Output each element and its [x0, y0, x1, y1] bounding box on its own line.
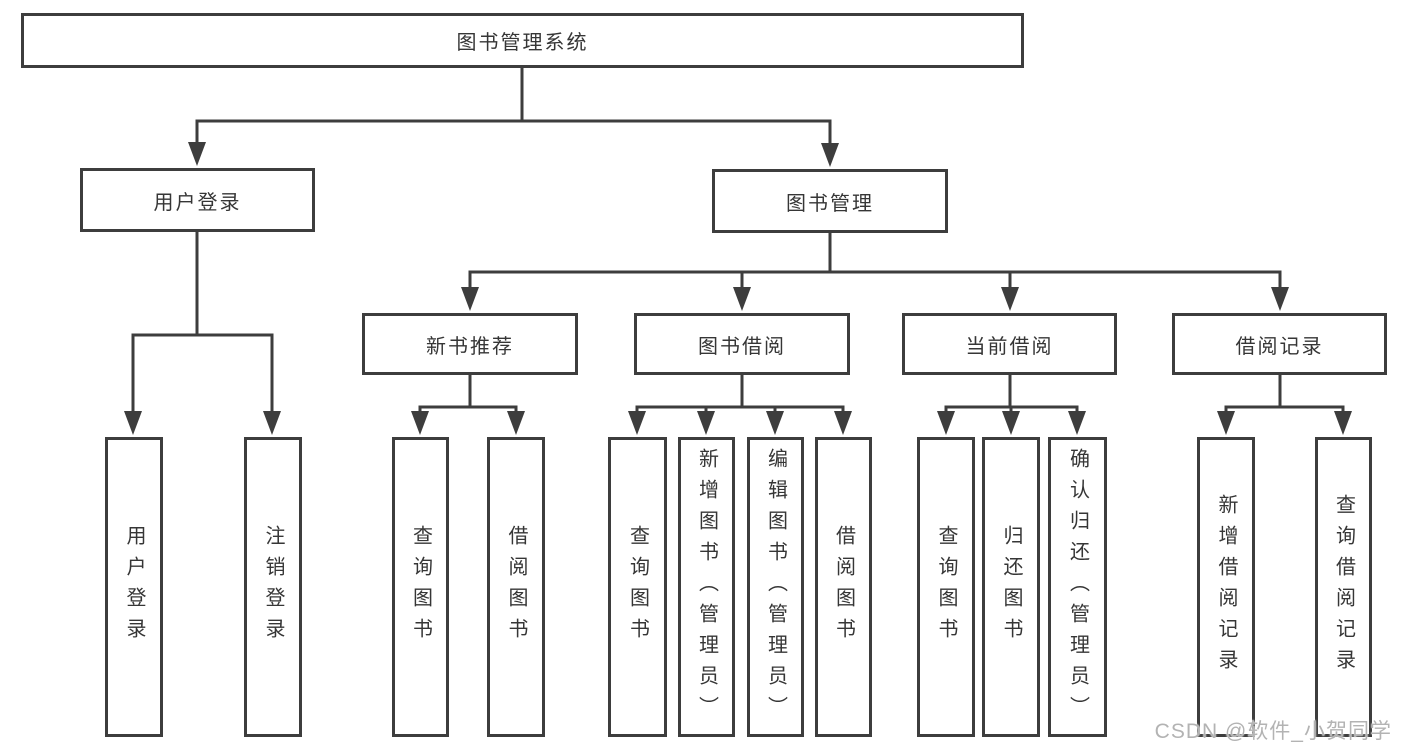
node-leaf-query-books-2: 查询图书	[608, 437, 667, 737]
node-leaf-query-borrow-record: 查询借阅记录	[1315, 437, 1372, 737]
node-leaf-confirm-return-admin: 确认归还（管理员）	[1048, 437, 1107, 737]
node-leaf-logout: 注销登录	[244, 437, 302, 737]
node-user-login: 用户登录	[80, 168, 315, 232]
csdn-watermark: CSDN @软件_小贺同学	[1154, 720, 1392, 743]
node-leaf-borrow-books-1: 借阅图书	[487, 437, 545, 737]
connector-root-to-level1	[188, 66, 839, 167]
node-leaf-edit-books-admin: 编辑图书（管理员）	[747, 437, 804, 737]
node-new-book-recommend: 新书推荐	[362, 313, 578, 375]
node-leaf-borrow-books-2: 借阅图书	[815, 437, 872, 737]
node-leaf-return-books: 归还图书	[982, 437, 1040, 737]
connector-user-login-group	[124, 230, 281, 435]
connector-book-management-group	[461, 231, 1289, 311]
node-leaf-user-login: 用户登录	[105, 437, 163, 737]
node-current-borrow: 当前借阅	[902, 313, 1117, 375]
connector-new-book-group	[411, 373, 525, 435]
node-leaf-add-borrow-record: 新增借阅记录	[1197, 437, 1255, 737]
node-borrow-records: 借阅记录	[1172, 313, 1387, 375]
node-leaf-query-books-3: 查询图书	[917, 437, 975, 737]
connector-borrow-records-group	[1217, 373, 1352, 435]
connector-book-borrow-group	[628, 373, 852, 435]
node-leaf-query-books-1: 查询图书	[392, 437, 449, 737]
node-library-management-system: 图书管理系统	[21, 13, 1024, 68]
connector-current-borrow-group	[937, 373, 1086, 435]
node-book-management: 图书管理	[712, 169, 948, 233]
node-leaf-add-books-admin: 新增图书（管理员）	[678, 437, 735, 737]
node-book-borrow: 图书借阅	[634, 313, 850, 375]
